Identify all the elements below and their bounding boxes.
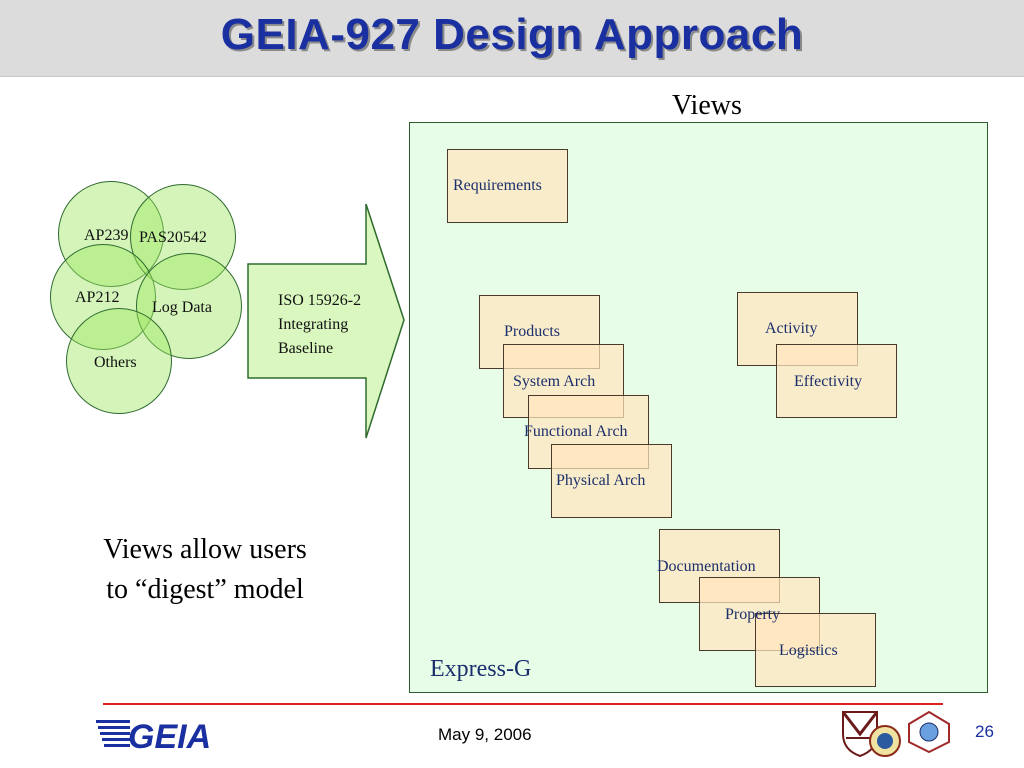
- footer-date: May 9, 2006: [438, 725, 532, 744]
- circle-others: [66, 308, 172, 414]
- view-label-activity: Activity: [765, 320, 818, 337]
- view-label-physical-arch: Physical Arch: [556, 472, 646, 489]
- view-label-products: Products: [504, 323, 560, 340]
- circle-label-others: Others: [94, 354, 137, 371]
- logsa-seal-icon: [908, 710, 950, 754]
- arrow-label: ISO 15926-2 Integrating Baseline: [278, 289, 361, 361]
- caption-line2: to “digest” model: [106, 574, 304, 605]
- express-g-label: Express-G: [430, 656, 532, 682]
- caption-line1: Views allow users: [103, 534, 307, 565]
- view-label-documentation: Documentation: [657, 558, 756, 575]
- view-logistics: [755, 613, 876, 687]
- view-effectivity: [776, 344, 897, 418]
- circle-label-ap239: AP239: [84, 227, 129, 244]
- arrow-label-line3: Baseline: [278, 340, 334, 357]
- arrow-label-line2: Integrating: [278, 316, 349, 333]
- view-label-property: Property: [725, 606, 781, 623]
- round-seal-icon: [869, 725, 901, 757]
- caption: Views allow users to “digest” model: [60, 530, 350, 610]
- view-label-effectivity: Effectivity: [794, 373, 863, 390]
- army-shield-icon: [841, 711, 879, 758]
- circle-log-data: [136, 253, 242, 359]
- views-heading: Views: [672, 90, 742, 121]
- view-requirements: [447, 149, 568, 223]
- circle-label-ap212: AP212: [75, 289, 120, 306]
- view-label-requirements: Requirements: [453, 177, 542, 194]
- circle-label-pas20542: PAS20542: [139, 229, 207, 246]
- geia-logo: GEIA: [96, 718, 211, 756]
- view-label-functional-arch: Functional Arch: [524, 423, 628, 440]
- view-label-system-arch: System Arch: [513, 373, 596, 390]
- title-bar: [0, 0, 1024, 77]
- view-physical-arch: [551, 444, 672, 518]
- slide-title: GEIA-927 Design Approach: [220, 10, 804, 59]
- footer-divider: [103, 703, 943, 705]
- arrow-label-line1: ISO 15926-2: [278, 292, 362, 309]
- svg-text:GEIA: GEIA: [128, 718, 211, 756]
- view-label-logistics: Logistics: [779, 642, 838, 659]
- page-number: 26: [975, 722, 994, 741]
- integration-arrow: [247, 203, 405, 439]
- circle-label-log-data: Log Data: [152, 299, 212, 316]
